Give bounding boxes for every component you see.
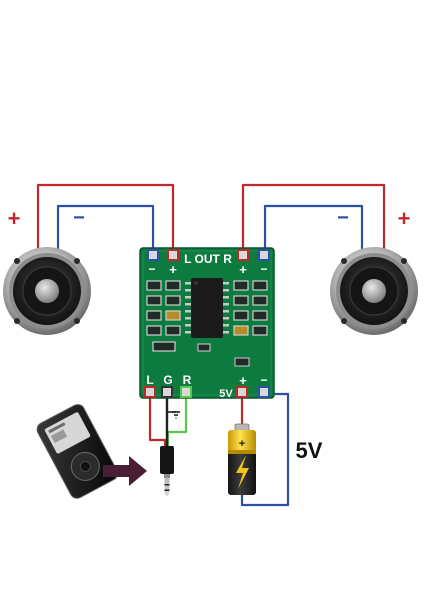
left-speaker-plus-sign: + bbox=[8, 206, 21, 231]
power-terminals bbox=[236, 386, 270, 398]
power-wires bbox=[240, 392, 290, 507]
input-wires bbox=[148, 394, 188, 448]
right-speaker-negative-wire bbox=[263, 204, 364, 254]
input-right-wire bbox=[166, 394, 188, 448]
output-label: L OUT R bbox=[184, 252, 232, 266]
battery-plus-mark: + bbox=[239, 438, 245, 450]
audio-jack-icon bbox=[160, 446, 174, 497]
speaker-icon bbox=[330, 247, 418, 335]
power-voltage-label: 5V bbox=[219, 388, 233, 400]
amplifier-chip bbox=[185, 278, 229, 338]
left-speaker-negative-wire bbox=[56, 204, 155, 254]
power-minus-label: − bbox=[260, 373, 267, 387]
out-right-minus-label: − bbox=[260, 262, 267, 276]
right-speaker-minus-sign: − bbox=[337, 207, 349, 229]
left-speaker bbox=[3, 247, 91, 335]
power-plus-label: + bbox=[239, 373, 247, 388]
smd-components-right bbox=[197, 280, 268, 367]
smd-components-left bbox=[146, 280, 181, 352]
input-left-wire bbox=[148, 394, 167, 448]
supply-voltage-label: 5V bbox=[296, 438, 323, 463]
out-left-plus-label: + bbox=[169, 262, 177, 277]
input-ground-label: G bbox=[163, 373, 172, 387]
speaker-wires bbox=[36, 183, 386, 258]
right-speaker bbox=[330, 247, 418, 335]
battery-icon: + bbox=[228, 423, 256, 495]
right-speaker-plus-sign: + bbox=[398, 206, 411, 231]
input-terminals bbox=[144, 386, 192, 398]
input-left-label: L bbox=[146, 373, 153, 387]
input-right-label: R bbox=[183, 373, 192, 387]
right-speaker-positive-wire bbox=[241, 183, 386, 258]
out-left-minus-label: − bbox=[148, 262, 155, 276]
media-player-icon bbox=[36, 404, 119, 499]
amplifier-board: − + L OUT R + − bbox=[139, 247, 275, 400]
output-terminals bbox=[147, 249, 270, 261]
speaker-icon bbox=[3, 247, 91, 335]
left-speaker-positive-wire bbox=[36, 183, 175, 258]
arrow-right-icon bbox=[103, 456, 147, 486]
power-negative-wire bbox=[240, 392, 290, 507]
ground-symbol-icon bbox=[166, 404, 180, 419]
out-right-plus-label: + bbox=[239, 262, 247, 277]
left-speaker-minus-sign: − bbox=[73, 207, 85, 229]
